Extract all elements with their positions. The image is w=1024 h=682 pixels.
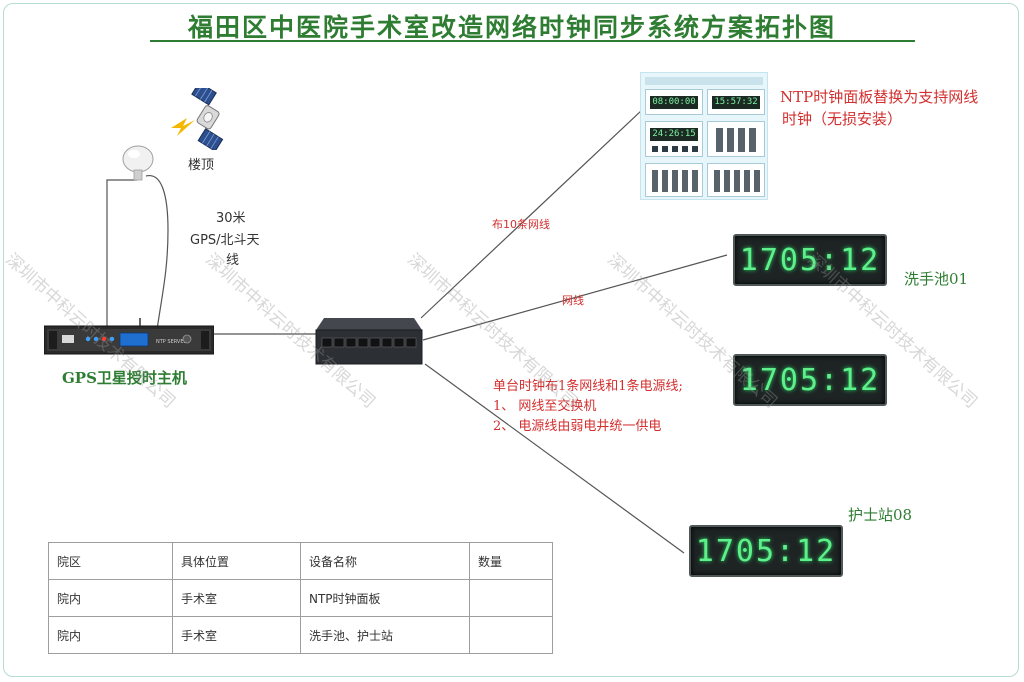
panel-readout-1: 08:00:00	[650, 96, 698, 109]
clock3-name-label: 护士站08	[848, 506, 913, 524]
equipment-table: 院区 具体位置 设备名称 数量 院内 手术室 NTP时钟面板 院内 手术室 洗手…	[48, 542, 553, 654]
page-frame	[3, 3, 1019, 677]
satellite-icon	[171, 88, 224, 150]
ntp-panel-image: 08:00:00 15:57:32 24:26:15	[640, 72, 768, 200]
panel-readout-3: 24:26:15	[650, 128, 698, 141]
wiring-note-line2: 1、 网线至交换机	[493, 399, 597, 414]
panel-module	[707, 163, 765, 197]
panel-module	[645, 163, 703, 197]
cable-type-label: GPS/北斗天	[190, 233, 260, 248]
ntp-note-line1: NTP时钟面板替换为支持网线	[780, 88, 979, 106]
table-cell: 手术室	[172, 579, 301, 617]
table-cell	[469, 579, 553, 617]
switch-to-clock3-line	[424, 363, 685, 554]
panel-buttons	[652, 170, 698, 192]
switch-to-clock1-line	[422, 254, 728, 341]
table-header-row: 院区 具体位置 设备名称 数量	[48, 542, 553, 580]
network-switch-icon	[315, 318, 423, 365]
switch-to-panel-line	[420, 109, 643, 319]
antenna-cable-left	[106, 179, 137, 330]
device-text: NTP SERVER	[156, 339, 188, 345]
table-row: 院内 手术室 NTP时钟面板	[48, 579, 553, 617]
title-underline	[150, 40, 915, 42]
panel-module: 24:26:15	[645, 121, 703, 157]
panel-module	[707, 121, 765, 157]
table-cell: 院内	[48, 616, 173, 654]
panel-buttons	[652, 146, 698, 152]
panel-keypad	[716, 128, 758, 152]
line-label-clock: 网线	[562, 294, 584, 307]
cable-length-label: 30米	[216, 211, 246, 226]
clock-digits: 1705:12	[695, 533, 837, 569]
antenna-cable-right	[145, 175, 169, 331]
led-clock-1: 1705:12	[733, 234, 887, 286]
table-cell	[469, 616, 553, 654]
table-row: 院内 手术室 洗手池、护士站	[48, 616, 553, 654]
table-header-cell: 数量	[469, 542, 553, 580]
led-clock-2: 1705:12	[733, 354, 887, 406]
wiring-note-line3: 2、 电源线由弱电井统一供电	[493, 419, 662, 434]
gps-antenna-icon	[122, 145, 154, 181]
led-clock-3: 1705:12	[689, 525, 843, 577]
table-cell: 洗手池、护士站	[300, 616, 470, 654]
table-header-cell: 院区	[48, 542, 173, 580]
clock1-name-label: 洗手池01	[904, 270, 969, 288]
roof-label: 楼顶	[188, 158, 215, 173]
clock-digits: 1705:12	[739, 362, 881, 398]
panel-readout-2: 15:57:32	[712, 96, 760, 109]
table-cell: 手术室	[172, 616, 301, 654]
table-cell: 院内	[48, 579, 173, 617]
page-title: 福田区中医院手术室改造网络时钟同步系统方案拓扑图	[187, 13, 836, 42]
wiring-note-line1: 单台时钟布1条网线和1条电源线;	[493, 379, 683, 394]
cable-type-label-2: 线	[226, 253, 240, 268]
table-cell: NTP时钟面板	[300, 579, 470, 617]
line-label-panel: 布10条网线	[492, 218, 550, 231]
panel-header	[645, 77, 763, 85]
panel-module: 15:57:32	[707, 89, 765, 115]
ntp-note-line2: 时钟（无损安装）	[782, 110, 903, 128]
panel-buttons	[714, 170, 760, 192]
panel-module: 08:00:00	[645, 89, 703, 115]
gps-host-label: GPS卫星授时主机	[62, 369, 187, 387]
table-header-cell: 设备名称	[300, 542, 470, 580]
table-header-cell: 具体位置	[172, 542, 301, 580]
clock-digits: 1705:12	[739, 242, 881, 278]
ntp-server-icon: NTP SERVER	[44, 318, 214, 355]
